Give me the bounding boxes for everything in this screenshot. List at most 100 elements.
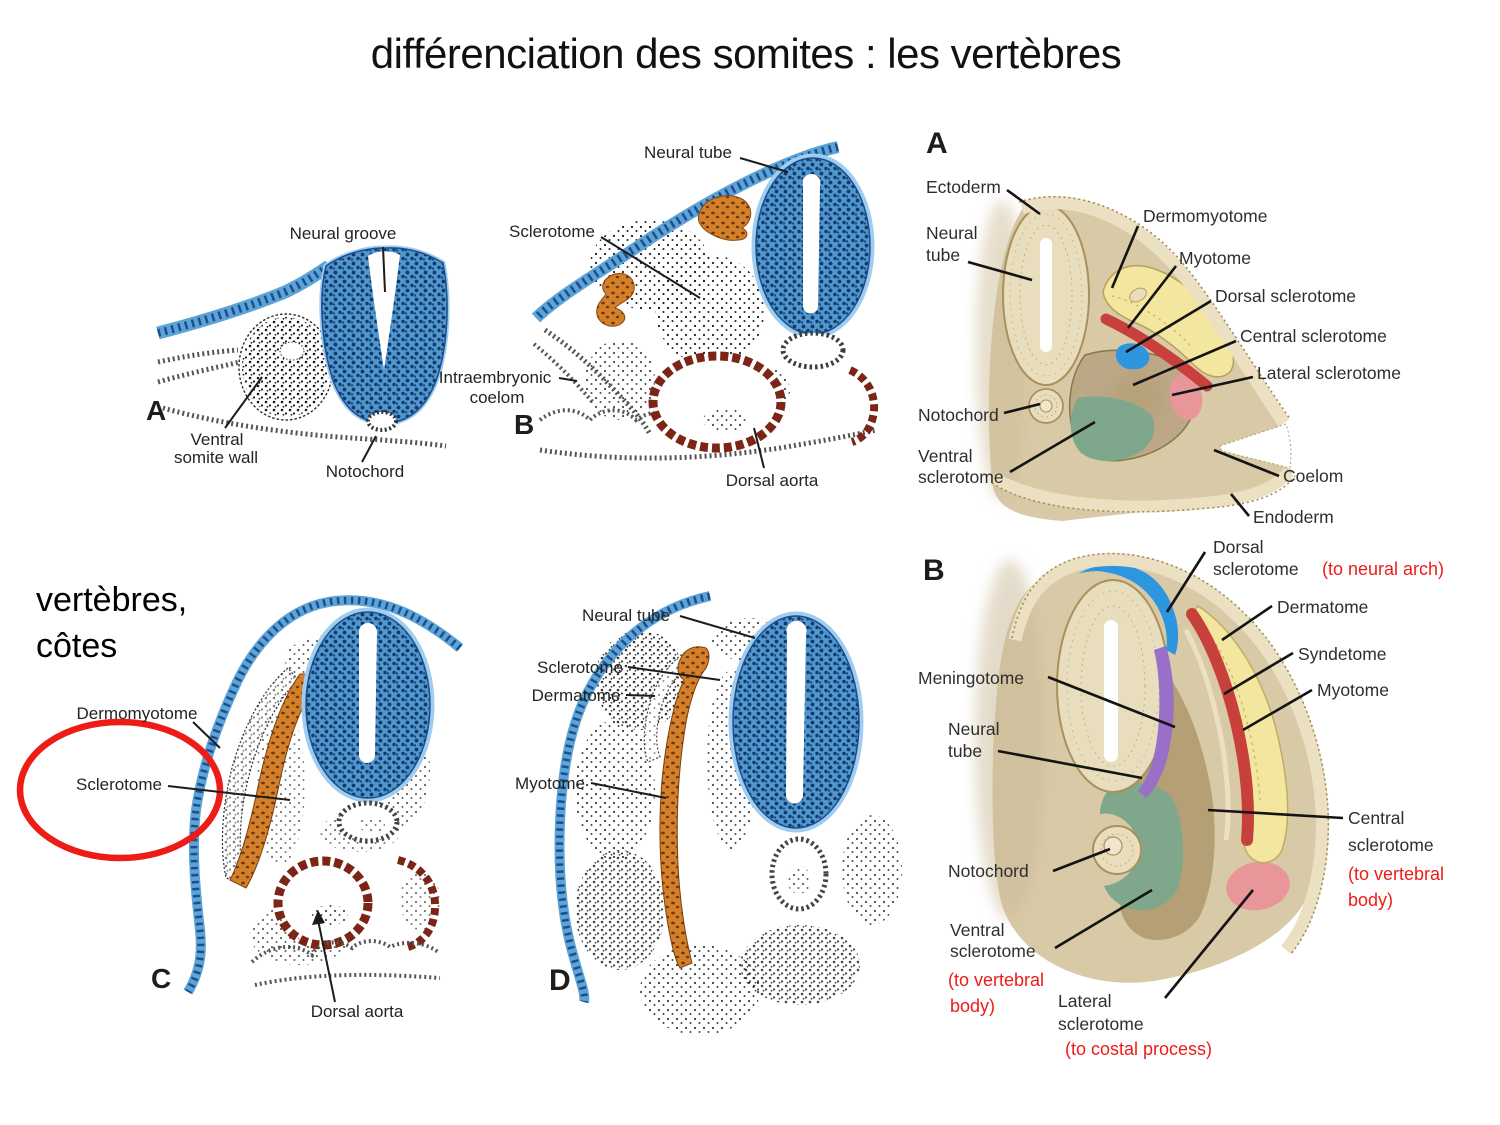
- dermatome-texture: [1215, 643, 1261, 801]
- panel-c: Dermomyotome Sclerotome C Dorsal aorta: [16, 595, 464, 1021]
- leader-notochord: [1003, 402, 1041, 415]
- leader-dorsal-sclerotome: [1125, 299, 1212, 354]
- leader-neural-tube: [997, 749, 1143, 780]
- leader-sclerotome: [627, 666, 721, 681]
- notochord-cells: [359, 817, 385, 833]
- vessel-arc: [396, 856, 440, 951]
- label-sclerotome: Sclerotome: [537, 658, 623, 677]
- leader-dorsal-aorta: [753, 427, 765, 469]
- leader-dermomyotome: [192, 721, 221, 749]
- label-notochord: Notochord: [918, 405, 999, 425]
- ventral-sclerotome-region: [1070, 396, 1155, 461]
- mesenchyme-dots: [585, 340, 655, 420]
- panel-d: Neural tube Sclerotome Dermatome Myotome…: [515, 591, 902, 1035]
- leader-notochord: [1052, 847, 1111, 873]
- label-ventral-2: sclerotome: [950, 941, 1036, 961]
- soft-edge: [975, 560, 1045, 920]
- intermediate-mesoderm-band: [157, 347, 239, 365]
- label-lateral-sclerotome: Lateral sclerotome: [1257, 363, 1401, 383]
- label-dorsal-2: sclerotome: [1213, 559, 1299, 579]
- leader-lateral-sclerotome: [1171, 375, 1254, 397]
- dermomyotome-core: [1129, 287, 1147, 303]
- neural-canal: [1104, 620, 1118, 762]
- label-ectoderm: Ectoderm: [926, 177, 1001, 197]
- splanchnopleure-band: [532, 342, 596, 406]
- label-to-costal-process: (to costal process): [1065, 1039, 1212, 1059]
- notochord-core: [1103, 836, 1123, 856]
- panel-letter-b: B: [514, 409, 534, 440]
- leader-dermatome: [1221, 604, 1273, 642]
- label-meningotome: Meningotome: [918, 668, 1024, 688]
- coelom-cavity: [1219, 423, 1292, 469]
- leader-myotome: [1126, 265, 1178, 329]
- neural-tube-texture: [1019, 224, 1073, 366]
- leader-neural-tube: [679, 615, 756, 639]
- label-ventral-somite-wall-1: Ventral: [191, 430, 244, 449]
- label-ventral-1: Ventral: [918, 446, 972, 466]
- label-endoderm: Endoderm: [1253, 507, 1334, 527]
- ectoderm-dots: [1011, 552, 1330, 956]
- label-neural-1: Neural: [926, 223, 978, 243]
- ectoderm-band: [156, 260, 333, 340]
- endoderm-line: [162, 405, 447, 449]
- sclerotome-blob-lower: [596, 273, 635, 327]
- label-dermomyotome: Dermomyotome: [77, 704, 198, 723]
- label-coelom: Coelom: [1283, 466, 1343, 486]
- leader-arrowhead: [312, 910, 325, 925]
- leader-myotome: [1242, 688, 1313, 732]
- label-dermatome: Dermatome: [532, 686, 621, 705]
- mesenchyme-dots: [400, 870, 440, 930]
- notochord-cells: [787, 866, 811, 894]
- label-dermatome: Dermatome: [1277, 597, 1368, 617]
- ectoderm-dots: [1018, 195, 1291, 420]
- label-ventral-red-2: body): [950, 996, 995, 1016]
- label-neural-2: tube: [948, 741, 982, 761]
- label-syndetome: Syndetome: [1298, 644, 1387, 664]
- leader-neural-tube: [967, 260, 1033, 282]
- label-sclerotome: Sclerotome: [509, 222, 595, 241]
- mesenchyme-dots: [575, 720, 655, 860]
- label-lateral-1: Lateral: [1058, 991, 1112, 1011]
- label-coelom: coelom: [470, 388, 525, 407]
- panel-b-sclerotome: Neural tube Sclerotome Intraembryonic co…: [439, 141, 879, 490]
- red-highlight-ellipse: [16, 718, 224, 862]
- neural-canal: [1040, 238, 1052, 352]
- dorsal-aorta: [273, 856, 373, 950]
- leader-ventral-sclerotome: [1009, 420, 1096, 474]
- meningotome-region: [1138, 646, 1174, 798]
- mesenchyme-dots: [655, 255, 765, 365]
- neural-groove-lumen: [368, 251, 400, 370]
- mesenchyme-dots: [575, 850, 665, 970]
- label-myotome: Myotome: [515, 774, 585, 793]
- leader-syndetome: [1223, 651, 1294, 696]
- side-note: vertèbres, côtes: [36, 577, 187, 669]
- label-myotome: Myotome: [1179, 248, 1251, 268]
- label-neural-tube: Neural tube: [582, 606, 670, 625]
- label-myotome: Myotome: [1317, 680, 1389, 700]
- leader-ventral-somite-wall: [224, 376, 263, 429]
- somitocoel: [279, 341, 305, 361]
- endoderm-band: [991, 467, 1294, 513]
- notochord-texture: [1034, 394, 1058, 418]
- notochord-texture: [1100, 833, 1134, 867]
- endoderm-dots: [991, 475, 1296, 513]
- label-central-1: Central: [1348, 808, 1404, 828]
- lateral-sclerotome-region: [1169, 374, 1203, 420]
- neural-tube-rim: [728, 611, 864, 833]
- myotome-strip: [659, 646, 710, 969]
- label-central-sclerotome: Central sclerotome: [1240, 326, 1387, 346]
- panel-a-neural-groove: Neural groove A Ventral somite wall Noto…: [146, 224, 450, 481]
- neural-tube-texture: [1009, 213, 1083, 377]
- mesoderm-bumps: [250, 939, 440, 964]
- label-dermomyotome: Dermomyotome: [1143, 206, 1267, 226]
- dorsal-sclerotome-region: [1078, 564, 1179, 655]
- label-notochord: Notochord: [326, 462, 404, 481]
- leader-meningotome: [1047, 675, 1176, 729]
- somatopleure-band: [543, 327, 653, 436]
- leader-neural-groove: [382, 246, 386, 293]
- label-ventral-somite-wall-2: somite wall: [174, 448, 258, 467]
- neural-canal: [802, 174, 821, 314]
- slide-title: différenciation des somites : les vertèb…: [370, 30, 1122, 77]
